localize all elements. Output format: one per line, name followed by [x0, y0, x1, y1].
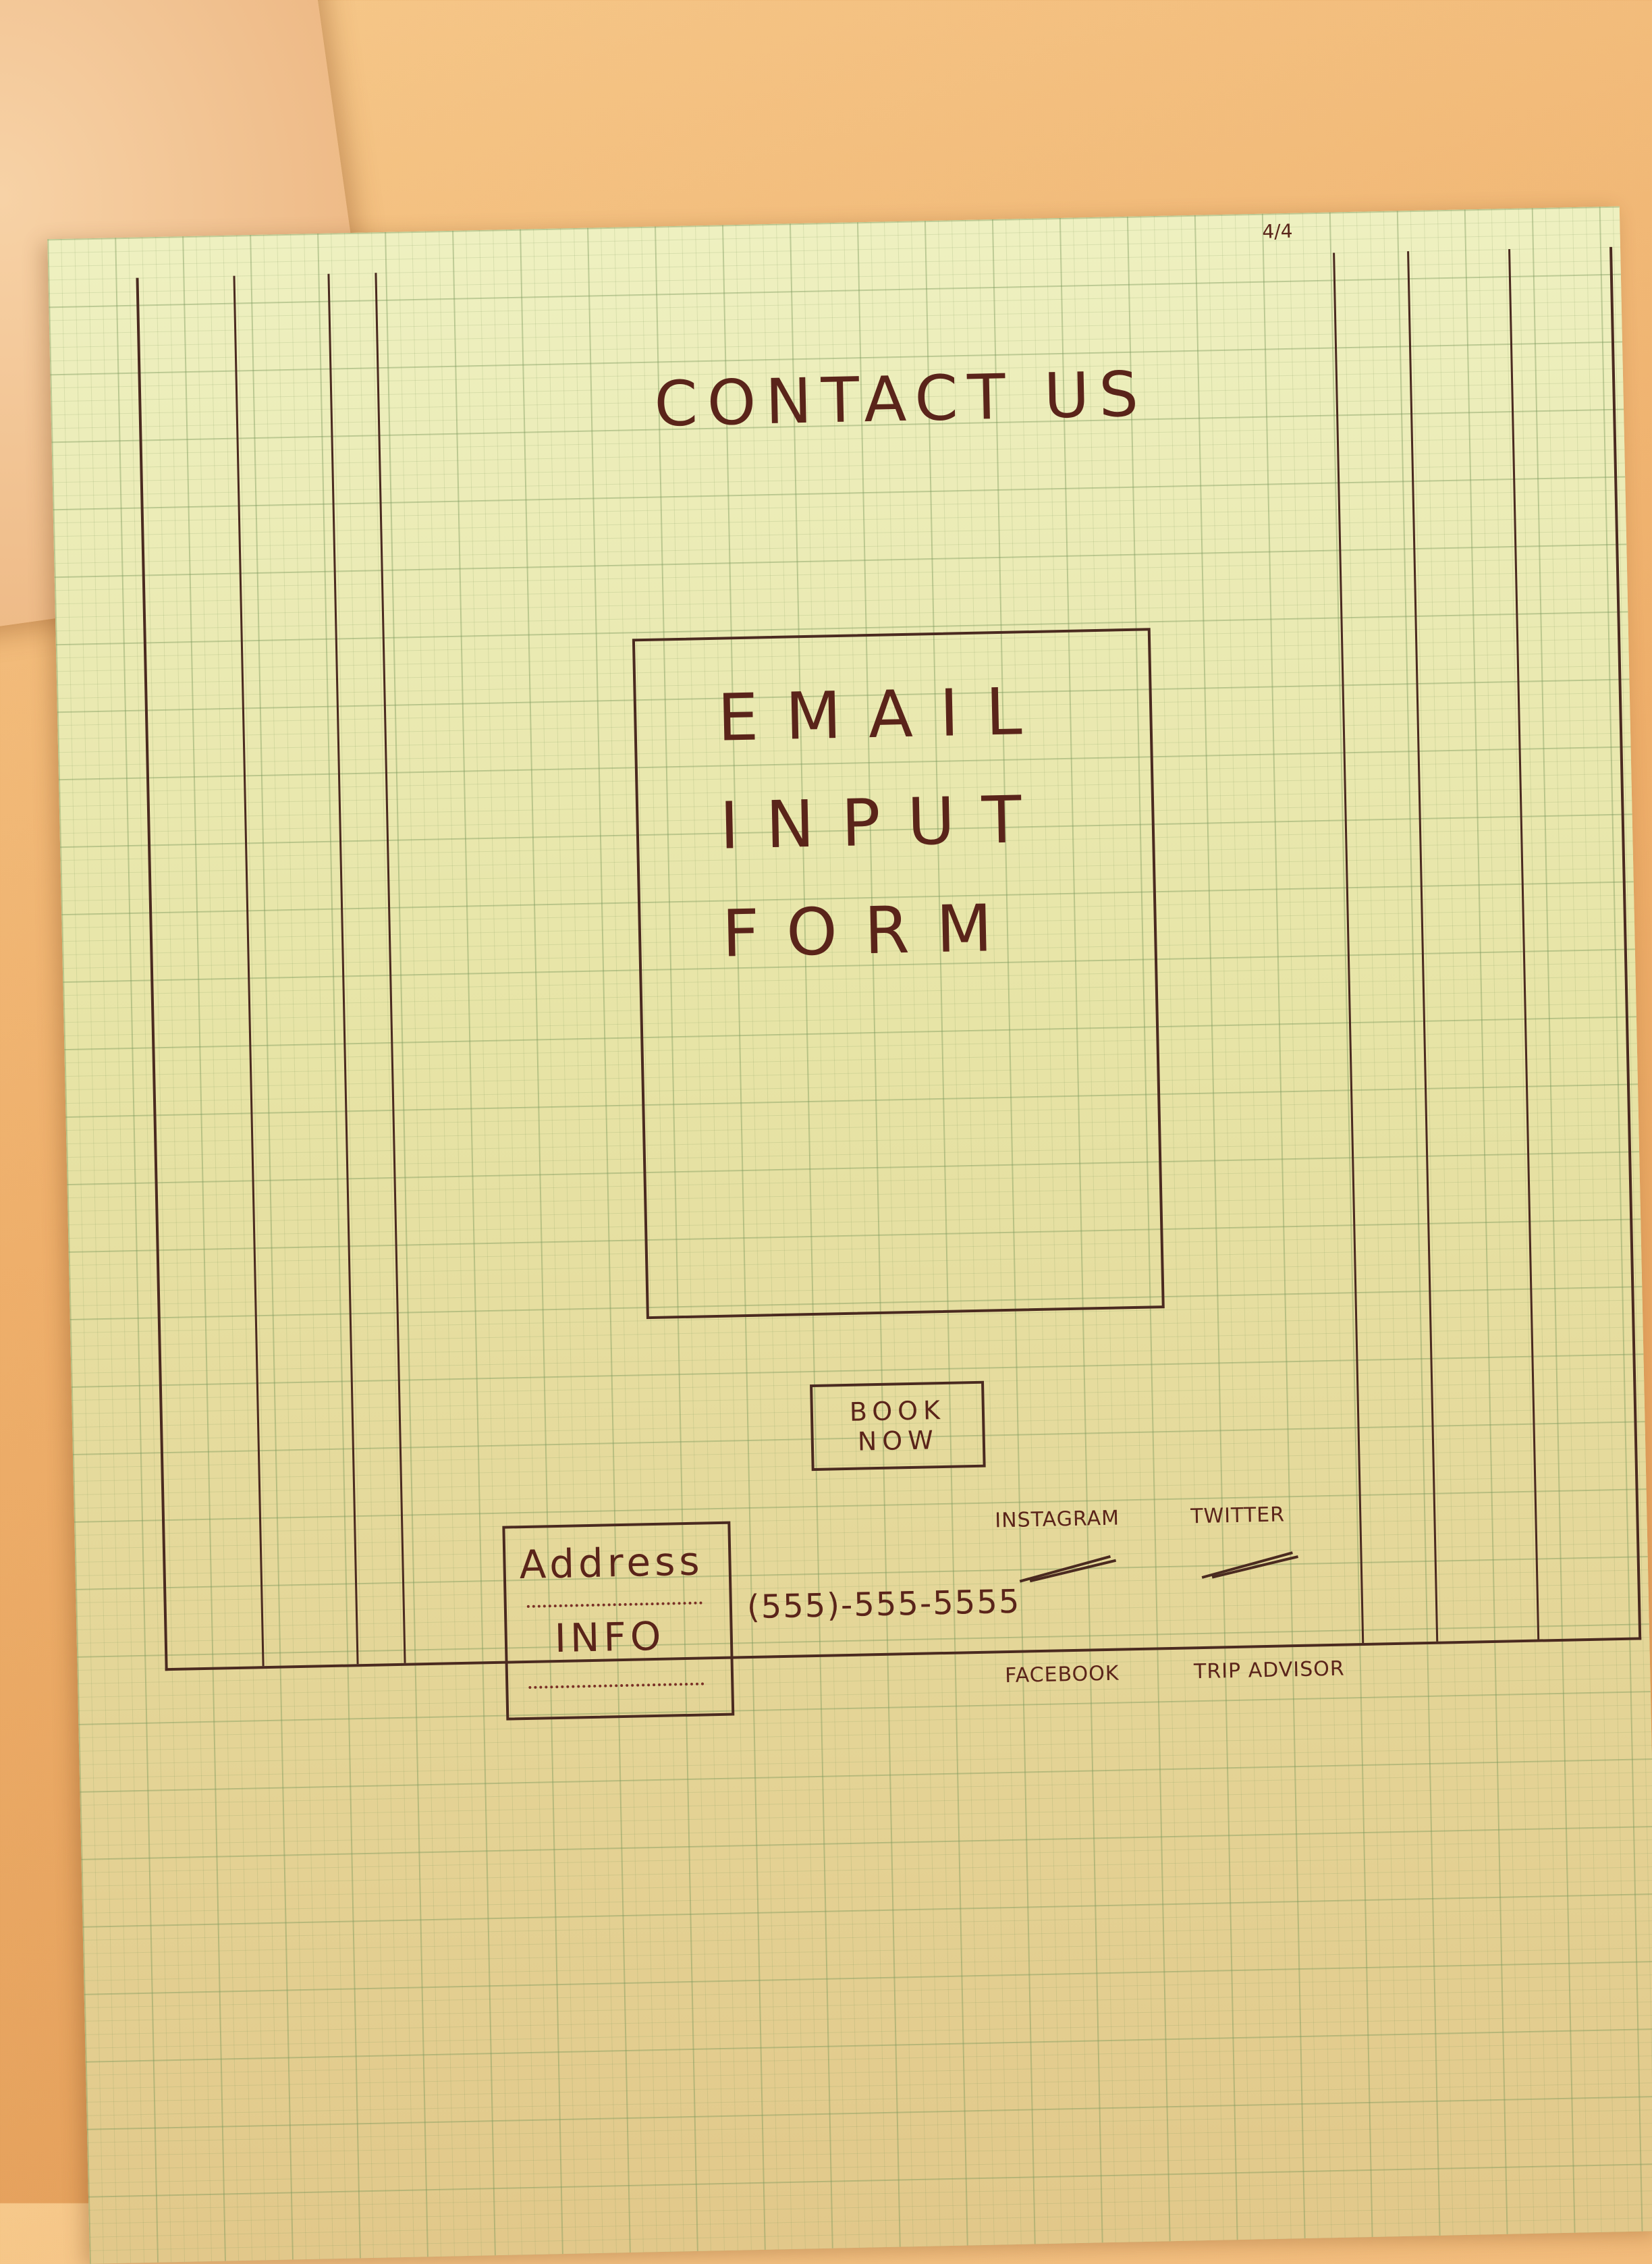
page-title: CONTACT US [653, 358, 1149, 441]
email-input-form[interactable]: EMAIL INPUT FORM [632, 628, 1165, 1320]
tripadvisor-link[interactable]: TRIP ADVISOR [1193, 1656, 1346, 1684]
column-guide-line [1508, 249, 1540, 1640]
column-guide-line [233, 275, 265, 1667]
page-number-mark: 4/4 [1262, 219, 1293, 243]
column-guide-line [375, 273, 406, 1663]
instagram-icon [1019, 1555, 1117, 1583]
facebook-link[interactable]: FACEBOOK [1004, 1661, 1120, 1688]
phone-number: (555)-555-5555 [746, 1582, 1021, 1627]
column-guide-line [327, 273, 359, 1665]
twitter-link[interactable]: TWITTER [1190, 1503, 1286, 1529]
graph-paper-sheet: 4/4 CONTACT US EMAIL INPUT FORM BOOK NOW… [47, 206, 1652, 2264]
address-info-label: INFO [554, 1613, 666, 1662]
email-form-label-line-3: FORM [721, 890, 1020, 972]
scribble-line [526, 1592, 703, 1608]
email-form-label-line-2: INPUT [719, 781, 1049, 864]
email-form-label-line-1: EMAIL [717, 673, 1050, 756]
twitter-icon [1201, 1551, 1299, 1579]
wireframe-frame: CONTACT US EMAIL INPUT FORM BOOK NOW Add… [136, 246, 1642, 1721]
column-guide-line [1333, 252, 1365, 1644]
address-info-box: Address INFO [502, 1521, 735, 1721]
book-now-button[interactable]: BOOK NOW [810, 1380, 986, 1472]
scribble-line [528, 1673, 705, 1689]
instagram-link[interactable]: INSTAGRAM [994, 1506, 1120, 1533]
column-guide-line [1407, 251, 1439, 1642]
book-now-label-line-1: BOOK [849, 1395, 946, 1427]
book-now-label-line-2: NOW [857, 1425, 939, 1457]
address-label: Address [518, 1538, 705, 1588]
